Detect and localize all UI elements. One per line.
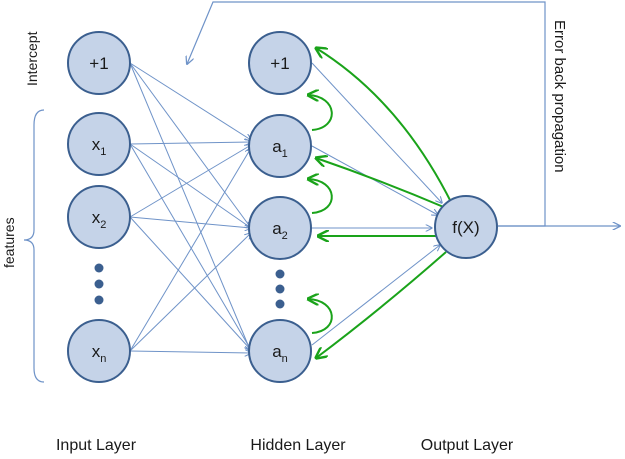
features-label: features (1, 217, 17, 268)
svg-text:x1: x1 (92, 135, 107, 158)
svg-text:xn: xn (92, 342, 107, 365)
hidden-layer: +1 a1 a2 an (248, 31, 312, 383)
svg-text:a1: a1 (272, 137, 288, 160)
node-hidden-an: an (248, 319, 312, 383)
input-ellipsis (94, 263, 104, 305)
svg-text:+1: +1 (89, 54, 108, 73)
input-layer: +1 x1 x2 xn (67, 31, 131, 383)
node-output-f: f(X) (434, 195, 498, 259)
node-input-x2: x2 (67, 185, 131, 249)
svg-text:an: an (272, 342, 288, 365)
output-layer-label: Output Layer (421, 437, 514, 454)
svg-text:f(X): f(X) (452, 218, 479, 237)
hidden-output-edges (311, 62, 442, 346)
node-hidden-a2: a2 (248, 196, 312, 260)
node-hidden-a1: a1 (248, 114, 312, 178)
error-back-propagation-label: Error back propagation (551, 20, 568, 173)
node-hidden-bias: +1 (248, 31, 312, 95)
feedback-loop (187, 1, 620, 226)
input-layer-label: Input Layer (56, 437, 137, 454)
intercept-label: Intercept (24, 31, 40, 86)
svg-text:x2: x2 (92, 208, 107, 231)
hidden-layer-label: Hidden Layer (250, 437, 346, 454)
input-hidden-edges (129, 62, 251, 353)
features-bracket (23, 109, 45, 383)
hidden-ellipsis (275, 269, 285, 309)
node-input-x1: x1 (67, 112, 131, 176)
svg-text:+1: +1 (270, 54, 289, 73)
svg-text:a2: a2 (272, 219, 288, 242)
backprop-arrows (308, 48, 453, 358)
node-input-bias: +1 (67, 31, 131, 95)
node-input-xn: xn (67, 319, 131, 383)
